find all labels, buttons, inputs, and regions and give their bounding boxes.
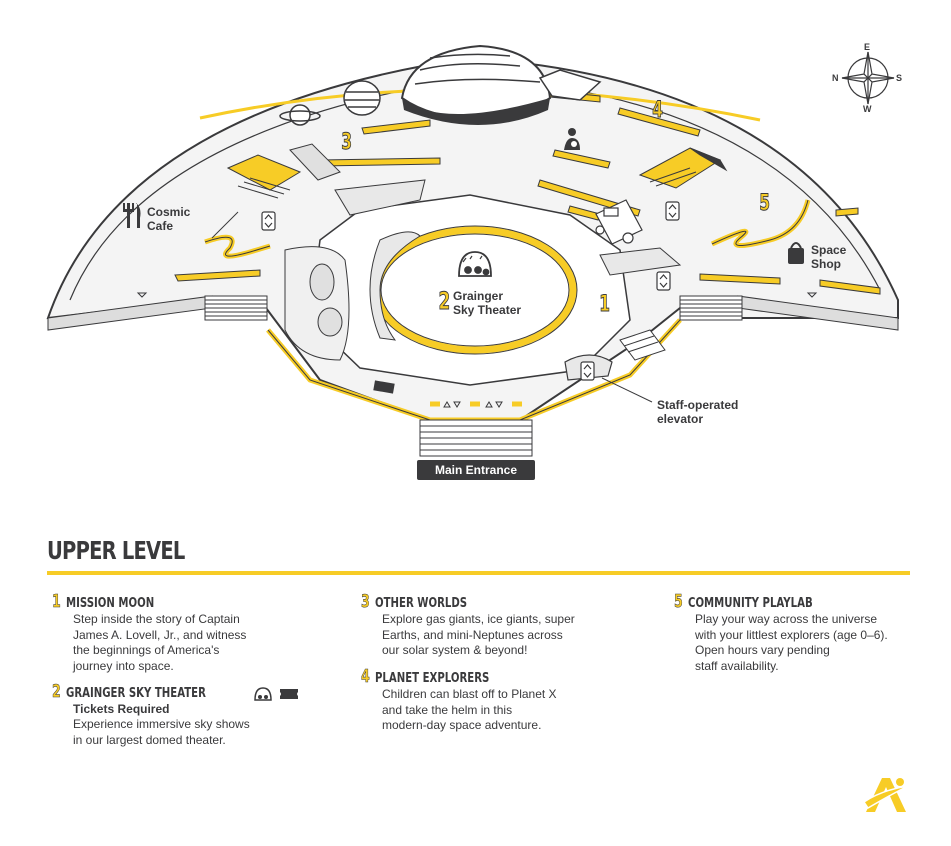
legend-item-title: PLANET EXPLORERS xyxy=(375,671,490,686)
legend-number: 4 xyxy=(361,666,370,687)
area-number-2: 2 xyxy=(438,287,451,315)
legend-item-description: Play your way across the universe with y… xyxy=(695,612,888,673)
legend-number: 3 xyxy=(361,591,370,612)
elevator-icon-staff xyxy=(564,354,613,381)
stairs-left xyxy=(204,295,268,321)
legend-item-community-playlab: 5 COMMUNITY PLAYLAB Play your way across… xyxy=(674,591,944,674)
stairs-lower-right xyxy=(619,329,666,361)
compass-east: E xyxy=(864,42,871,52)
entrance-arrows xyxy=(136,292,818,408)
compass-north: N xyxy=(832,73,839,83)
legend-item-note: Tickets Required xyxy=(73,702,170,716)
ticket-icon-map xyxy=(373,380,395,394)
area-number-1: 1 xyxy=(599,292,611,317)
stairs-upper-left xyxy=(226,154,302,199)
legend-title: UPPER LEVEL xyxy=(47,536,185,565)
floor-plan-map xyxy=(46,44,899,457)
legend-divider xyxy=(47,571,910,575)
stairs-entrance xyxy=(419,419,533,457)
compass-south: S xyxy=(896,73,903,83)
legend-number: 5 xyxy=(674,591,683,612)
family-room-icon xyxy=(564,128,580,150)
moon-illustration xyxy=(400,44,602,125)
museum-logo xyxy=(862,778,909,812)
legend-item-description: Children can blast off to Planet X and t… xyxy=(382,687,557,732)
legend-number: 2 xyxy=(52,681,61,702)
compass-rose xyxy=(841,51,895,105)
legend-item-title: MISSION MOON xyxy=(66,596,155,611)
rover-illustration xyxy=(595,199,643,245)
legend-item-grainger-sky-theater: 2 GRAINGER SKY THEATER Tickets Required … xyxy=(52,681,322,748)
saturn-illustration xyxy=(279,104,321,126)
compass-west: W xyxy=(863,104,872,114)
elevator-pointer xyxy=(601,377,653,403)
legend-item-mission-moon: 1 MISSION MOON Step inside the story of … xyxy=(52,591,322,674)
legend-item-description: Experience immersive sky shows in our la… xyxy=(73,717,250,747)
legend-item-title: COMMUNITY PLAYLAB xyxy=(688,596,813,611)
elevator-icon-right-lower xyxy=(656,271,671,291)
legend-item-description: Explore gas giants, ice giants, super Ea… xyxy=(382,612,575,657)
elevator-icon-right-upper xyxy=(665,201,680,221)
elevator-icon-left xyxy=(261,211,276,231)
theater-icon xyxy=(254,687,273,701)
area-number-5: 5 xyxy=(759,191,771,216)
legend-number: 1 xyxy=(52,591,61,612)
shop-icon xyxy=(788,242,804,264)
legend-item-description: Step inside the story of Captain James A… xyxy=(73,612,247,673)
legend-item-title: GRAINGER SKY THEATER xyxy=(66,686,206,701)
stairs-upper-right xyxy=(638,147,728,189)
jupiter-illustration xyxy=(343,80,381,116)
main-entrance-label: Main Entrance xyxy=(417,460,535,480)
ticket-icon xyxy=(280,689,299,699)
theater-icon-map xyxy=(458,251,492,277)
stairs-right xyxy=(679,295,743,321)
cafe-icon xyxy=(123,203,141,228)
cafe-pointer xyxy=(211,211,239,239)
area-number-3: 3 xyxy=(341,130,353,155)
legend-item-other-worlds: 3 OTHER WORLDS Explore gas giants, ice g… xyxy=(361,591,631,659)
legend-item-planet-explorers: 4 PLANET EXPLORERS Children can blast of… xyxy=(361,666,631,734)
area-number-4: 4 xyxy=(652,98,664,123)
legend-item-title: OTHER WORLDS xyxy=(375,596,468,611)
